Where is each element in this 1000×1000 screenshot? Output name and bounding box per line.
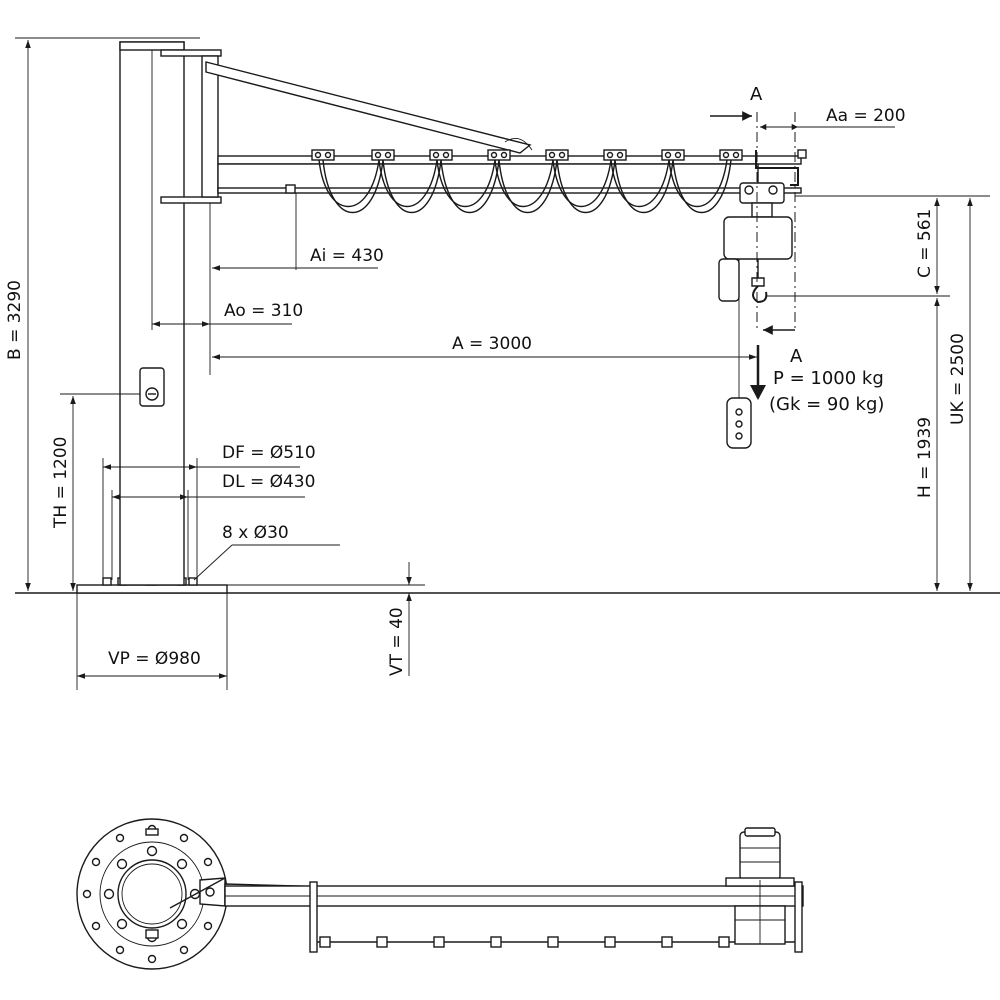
dim-DL-label: DL = Ø430 [222, 472, 315, 492]
festoon-trolleys [311, 149, 743, 161]
main-switch-box [139, 367, 165, 407]
inner-stop-plate [309, 881, 318, 953]
column-cap [119, 41, 185, 51]
load-arrow-head [750, 385, 766, 400]
dim-B-label: B = 3290 [5, 280, 25, 360]
dim-Ao-label: Ao = 310 [224, 301, 303, 321]
dim-bolts-leader [193, 544, 233, 581]
pendant-control [726, 259, 752, 449]
end-stop-plate [794, 881, 803, 953]
dim-C-label: C = 561 [915, 209, 935, 278]
end-stop [755, 150, 799, 186]
upper-bracket-plate [160, 49, 222, 57]
column-section [117, 859, 187, 929]
dim-H-label: H = 1939 [915, 417, 935, 498]
bottom-lug [145, 929, 159, 939]
section-mark-bottom: A [790, 346, 803, 367]
jib-beam-bottom-flange [217, 187, 802, 194]
inner-stop [285, 184, 296, 194]
dim-VT-label: VT = 40 [387, 607, 407, 676]
lower-bracket-plate [160, 196, 222, 204]
dim-UK-label: UK = 2500 [948, 333, 968, 425]
dim-VP-label: VP = Ø980 [108, 649, 201, 669]
column-inner [121, 863, 183, 925]
dim-A-label: A = 3000 [452, 334, 532, 354]
dim-Ai-label: Ai = 430 [310, 246, 384, 266]
dim-TH-label: TH = 1200 [51, 437, 71, 529]
top-lug [145, 828, 159, 836]
end-plate-bolt [797, 149, 807, 159]
festoon-trolleys-top [319, 936, 730, 948]
anchor-bolt-holes [103, 845, 201, 943]
slewing-head [201, 55, 219, 198]
pivot-pin [205, 887, 215, 897]
top-view [76, 818, 804, 970]
dim-bolts-label: 8 x Ø30 [222, 523, 289, 543]
electric-chain-hoist [718, 182, 793, 304]
side-view: A A B = 3290 Aa = 200 Ai = 430 Ao = 310 … [5, 37, 1000, 690]
load-P-label: P = 1000 kg [773, 368, 884, 389]
dim-Aa-label: Aa = 200 [826, 106, 906, 126]
section-mark-top: A [750, 84, 763, 105]
dim-DF-label: DF = Ø510 [222, 443, 316, 463]
festoon-cable [318, 159, 732, 214]
tie-rod [205, 61, 532, 154]
bracket-edge [169, 877, 226, 909]
base-plate [76, 584, 228, 594]
load-Gk-label: (Gk = 90 kg) [769, 394, 884, 415]
tie-rod-lug [504, 137, 533, 151]
hoist-top-view [725, 827, 795, 945]
